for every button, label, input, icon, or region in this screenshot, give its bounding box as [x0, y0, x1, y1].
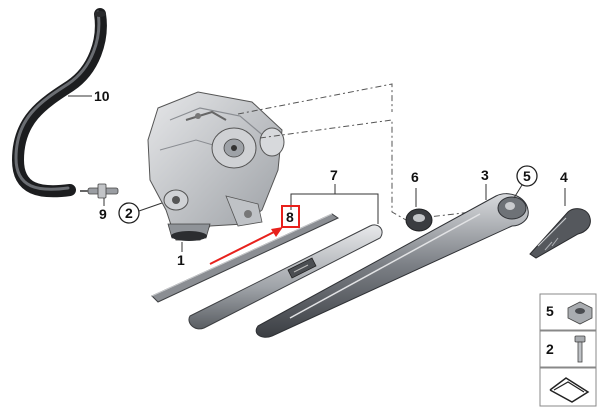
wiper-motor-part [147, 91, 285, 241]
reference-line-top [237, 83, 393, 115]
nut-icon [567, 301, 593, 325]
wiper-rubber-strip-part [151, 213, 340, 303]
callout-5-circle [516, 165, 538, 187]
callout-7[interactable]: 7 [330, 167, 338, 183]
legend-label-2: 2 [546, 341, 554, 357]
callout-5[interactable]: 5 [523, 168, 531, 184]
catalog-symbol-icon [549, 377, 590, 403]
callout-2[interactable]: 2 [125, 205, 133, 221]
bolt-icon [574, 335, 586, 363]
reference-line-motor [259, 119, 407, 221]
callout-4[interactable]: 4 [560, 169, 568, 185]
legend-box-2 [539, 330, 597, 368]
callout-1[interactable]: 1 [177, 252, 185, 268]
callout-9[interactable]: 9 [99, 206, 107, 222]
wiper-arm-part [255, 193, 529, 338]
hose-part [11, 8, 107, 198]
legend-panel: 5 2 [539, 293, 597, 407]
connector-part [80, 183, 119, 199]
legend-label-5: 5 [546, 303, 554, 319]
highlight-arrow [209, 227, 283, 265]
leader-line-5 [513, 184, 523, 199]
callout-3[interactable]: 3 [481, 167, 489, 183]
callout-8[interactable]: 8 [286, 209, 294, 225]
seal-washer-part [405, 208, 433, 232]
callout-6[interactable]: 6 [411, 169, 419, 185]
wiper-blade-part [188, 224, 383, 330]
callout-2-circle [118, 202, 140, 224]
callout-8-highlight-box [281, 205, 300, 228]
callout-10[interactable]: 10 [94, 88, 110, 104]
cover-cap-part [529, 208, 591, 259]
leader-line-2 [138, 202, 163, 212]
